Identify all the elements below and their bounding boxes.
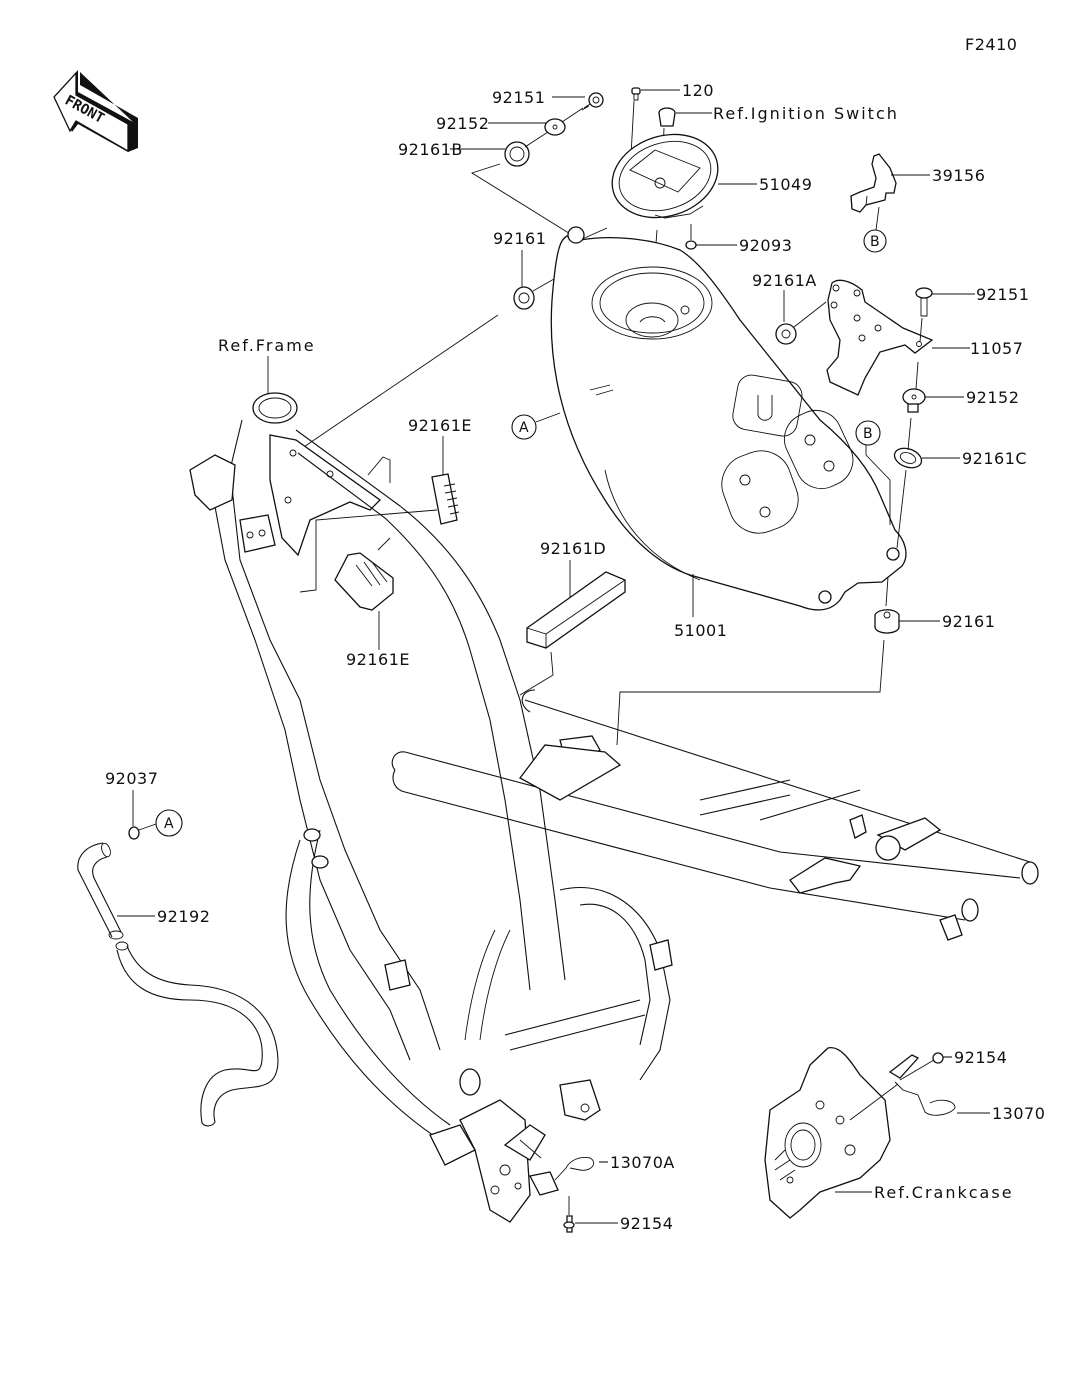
wire-13070 [888, 1054, 956, 1116]
grommet-92161C [893, 447, 923, 469]
damper-92161E-bottom [334, 552, 394, 611]
part-120: 120 [682, 81, 714, 100]
svg-text:B: B [863, 426, 873, 442]
hose-92192 [77, 842, 279, 1127]
motorcycle-frame [189, 392, 1039, 1223]
bracket-11057 [826, 279, 934, 396]
crankcase [764, 1047, 891, 1219]
grommet-92161-right [874, 609, 900, 634]
ref-crankcase: Ref.Crankcase [874, 1183, 1014, 1202]
part-92161C: 92161C [962, 449, 1027, 468]
rubber-92161D [526, 571, 626, 649]
part-92152-right: 92152 [966, 388, 1019, 407]
washer-92152-top [544, 118, 566, 136]
svg-text:B: B [870, 234, 880, 250]
part-92093: 92093 [739, 236, 792, 255]
damper-92161E-top [431, 473, 460, 525]
part-13070A: 13070A [610, 1153, 675, 1172]
callout-a-hose: A [155, 809, 183, 837]
part-39156: 39156 [932, 166, 985, 185]
part-92151-top: 92151 [492, 88, 545, 107]
part-92152-top: 92152 [436, 114, 489, 133]
part-92192: 92192 [157, 907, 210, 926]
grommet-92161-left [513, 286, 535, 310]
part-51001: 51001 [674, 621, 727, 640]
bolt-92154-bottom [563, 1215, 575, 1233]
part-92161-right: 92161 [942, 612, 995, 631]
part-92154-bottom: 92154 [620, 1214, 673, 1233]
fuel-tank-51001 [550, 226, 907, 611]
part-92161B: 92161B [398, 140, 463, 159]
wire-13070A [529, 1157, 594, 1196]
screw-120 [631, 87, 641, 101]
grommet-92161A [775, 323, 797, 345]
part-92037: 92037 [105, 769, 158, 788]
callout-a-tank: A [511, 414, 537, 440]
part-92161D: 92161D [540, 539, 606, 558]
clamp-92037 [128, 826, 140, 840]
bracket-39156 [850, 153, 897, 213]
part-92161-left: 92161 [493, 229, 546, 248]
part-92161A: 92161A [752, 271, 817, 290]
part-13070: 13070 [992, 1104, 1045, 1123]
part-92161E-bottom: 92161E [346, 650, 410, 669]
svg-text:A: A [519, 420, 529, 436]
part-92151-right: 92151 [976, 285, 1029, 304]
bolt-92154-right [932, 1052, 944, 1064]
washer-92152-right [902, 388, 926, 413]
ignition-switch-lock [658, 107, 676, 127]
front-arrow-icon: FRONT [53, 70, 138, 153]
callout-b-top: B [863, 229, 887, 253]
grommet-92161B [504, 141, 530, 167]
bolt-92151-top [581, 92, 604, 111]
part-92154-right: 92154 [954, 1048, 1007, 1067]
diagram-code: F2410 [965, 35, 1017, 54]
part-51049: 51049 [759, 175, 812, 194]
part-11057: 11057 [970, 339, 1023, 358]
fuel-cap-51049 [611, 133, 719, 219]
svg-text:A: A [164, 816, 174, 832]
part-92161E-top: 92161E [408, 416, 472, 435]
callout-b-tank: B [855, 420, 881, 446]
nut-92093 [685, 240, 697, 250]
bolt-92151-right [915, 287, 933, 317]
ref-ignition-switch: Ref.Ignition Switch [713, 104, 899, 123]
ref-frame: Ref.Frame [218, 336, 316, 355]
